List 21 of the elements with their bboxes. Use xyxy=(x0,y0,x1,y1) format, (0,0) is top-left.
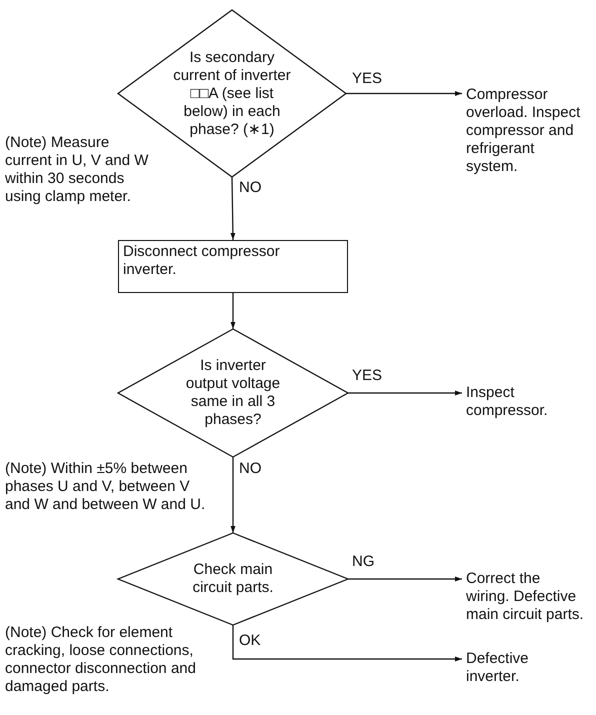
arrow xyxy=(232,625,462,662)
decision-diamond xyxy=(118,329,348,457)
arrow xyxy=(230,293,236,329)
result-text: Correct the wiring. Defective main circuit parts. xyxy=(466,570,584,624)
question-text: Is inverter output voltage same in all 3 phases? xyxy=(184,357,282,429)
arrow xyxy=(230,457,236,533)
note-text: (Note) Check for element cracking, loose connections, connector disconnection and damaged parts. xyxy=(5,624,197,696)
result-text: Compressor overload. Inspect compressor and refrigerant system. xyxy=(466,86,584,176)
decision-diamond xyxy=(118,533,348,625)
step-text: Disconnect compressor inverter. xyxy=(123,243,281,279)
result-text: Defective inverter. xyxy=(466,650,584,686)
arrow xyxy=(348,576,462,582)
question-text: Is secondary current of inverter □□A (see list below) in each phase? (∗1) xyxy=(172,48,292,138)
arrow xyxy=(230,176,236,240)
arrow xyxy=(348,390,462,396)
arrow xyxy=(346,91,462,96)
note-text: (Note) Within ±5% between phases U and V, between V and W and between W and U. xyxy=(5,460,206,514)
process-box xyxy=(118,240,348,293)
note-text: (Note) Measure current in U, V and W within 30 seconds using clamp meter. xyxy=(5,134,150,206)
result-text: Inspect compressor. xyxy=(466,384,584,420)
question-text: Check main circuit parts. xyxy=(192,561,274,597)
